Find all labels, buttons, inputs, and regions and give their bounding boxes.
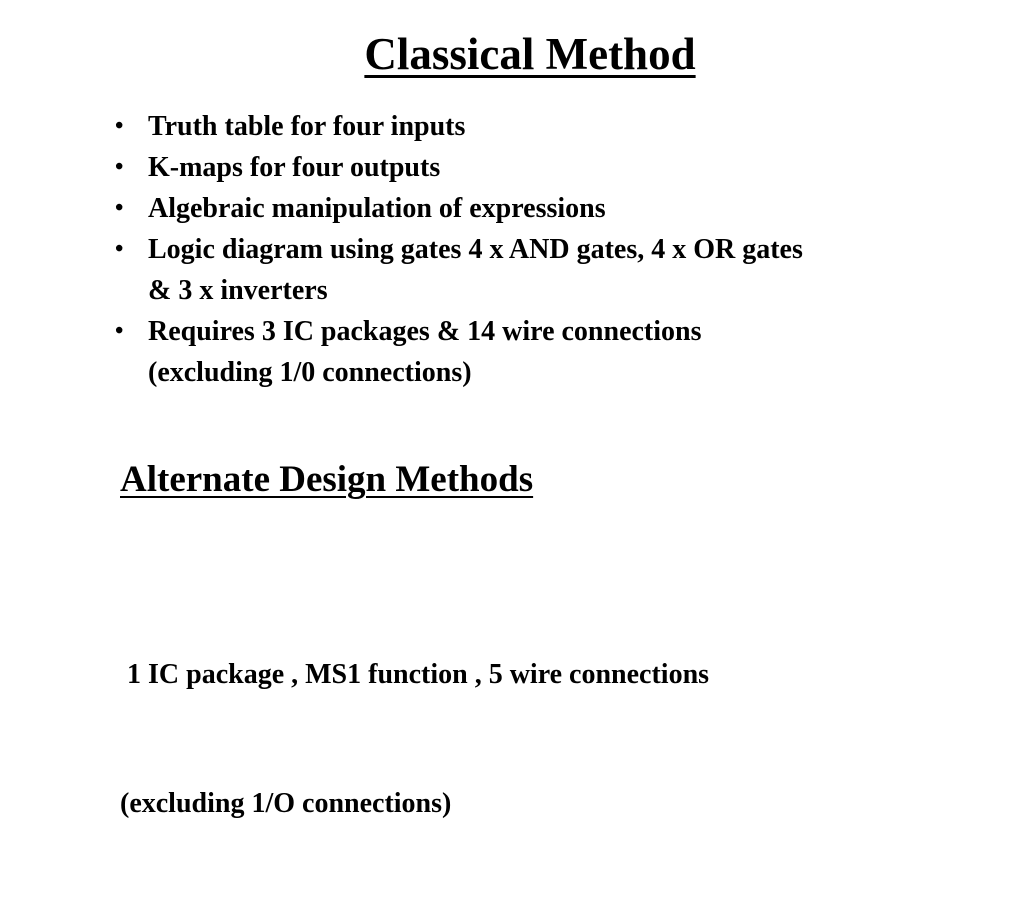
- bullet-dot-icon: •: [115, 154, 124, 180]
- slide-title: Classical Method: [364, 29, 696, 79]
- bullet-item: • Logic diagram using gates 4 x AND gate…: [115, 229, 975, 311]
- bullet-item: • K-maps for four outputs: [115, 147, 975, 188]
- bullet-item: • Truth table for four inputs: [115, 106, 975, 147]
- bullet-text: Logic diagram using gates 4 x AND gates,…: [148, 234, 803, 265]
- bullet-dot-icon: •: [115, 195, 124, 221]
- summary-line-2: (excluding 1/O connections): [120, 788, 452, 819]
- bullet-dot-icon: •: [115, 113, 124, 139]
- bullet-text: Requires 3 IC packages & 14 wire connect…: [148, 316, 702, 347]
- slide: Classical Method • Truth table for four …: [115, 29, 975, 819]
- bullet-list: • Truth table for four inputs • K-maps f…: [115, 106, 975, 393]
- bullet-dot-icon: •: [115, 318, 124, 344]
- bullet-item: • Algebraic manipulation of expressions: [115, 188, 975, 229]
- bullet-dot-icon: •: [115, 236, 124, 262]
- bullet-item: • Requires 3 IC packages & 14 wire conne…: [115, 311, 975, 393]
- summary-text: 1 IC package , MS1 function , 5 wire con…: [120, 567, 709, 911]
- bullet-text-continued: (excluding 1/0 connections): [148, 357, 472, 388]
- bullet-text-continued: & 3 x inverters: [148, 275, 328, 306]
- bullet-text: Algebraic manipulation of expressions: [148, 193, 606, 224]
- bullet-text: Truth table for four inputs: [148, 111, 466, 142]
- bullet-text: K-maps for four outputs: [148, 152, 441, 183]
- summary-line-1: 1 IC package , MS1 function , 5 wire con…: [120, 659, 710, 690]
- section-heading: Alternate Design Methods: [120, 459, 534, 500]
